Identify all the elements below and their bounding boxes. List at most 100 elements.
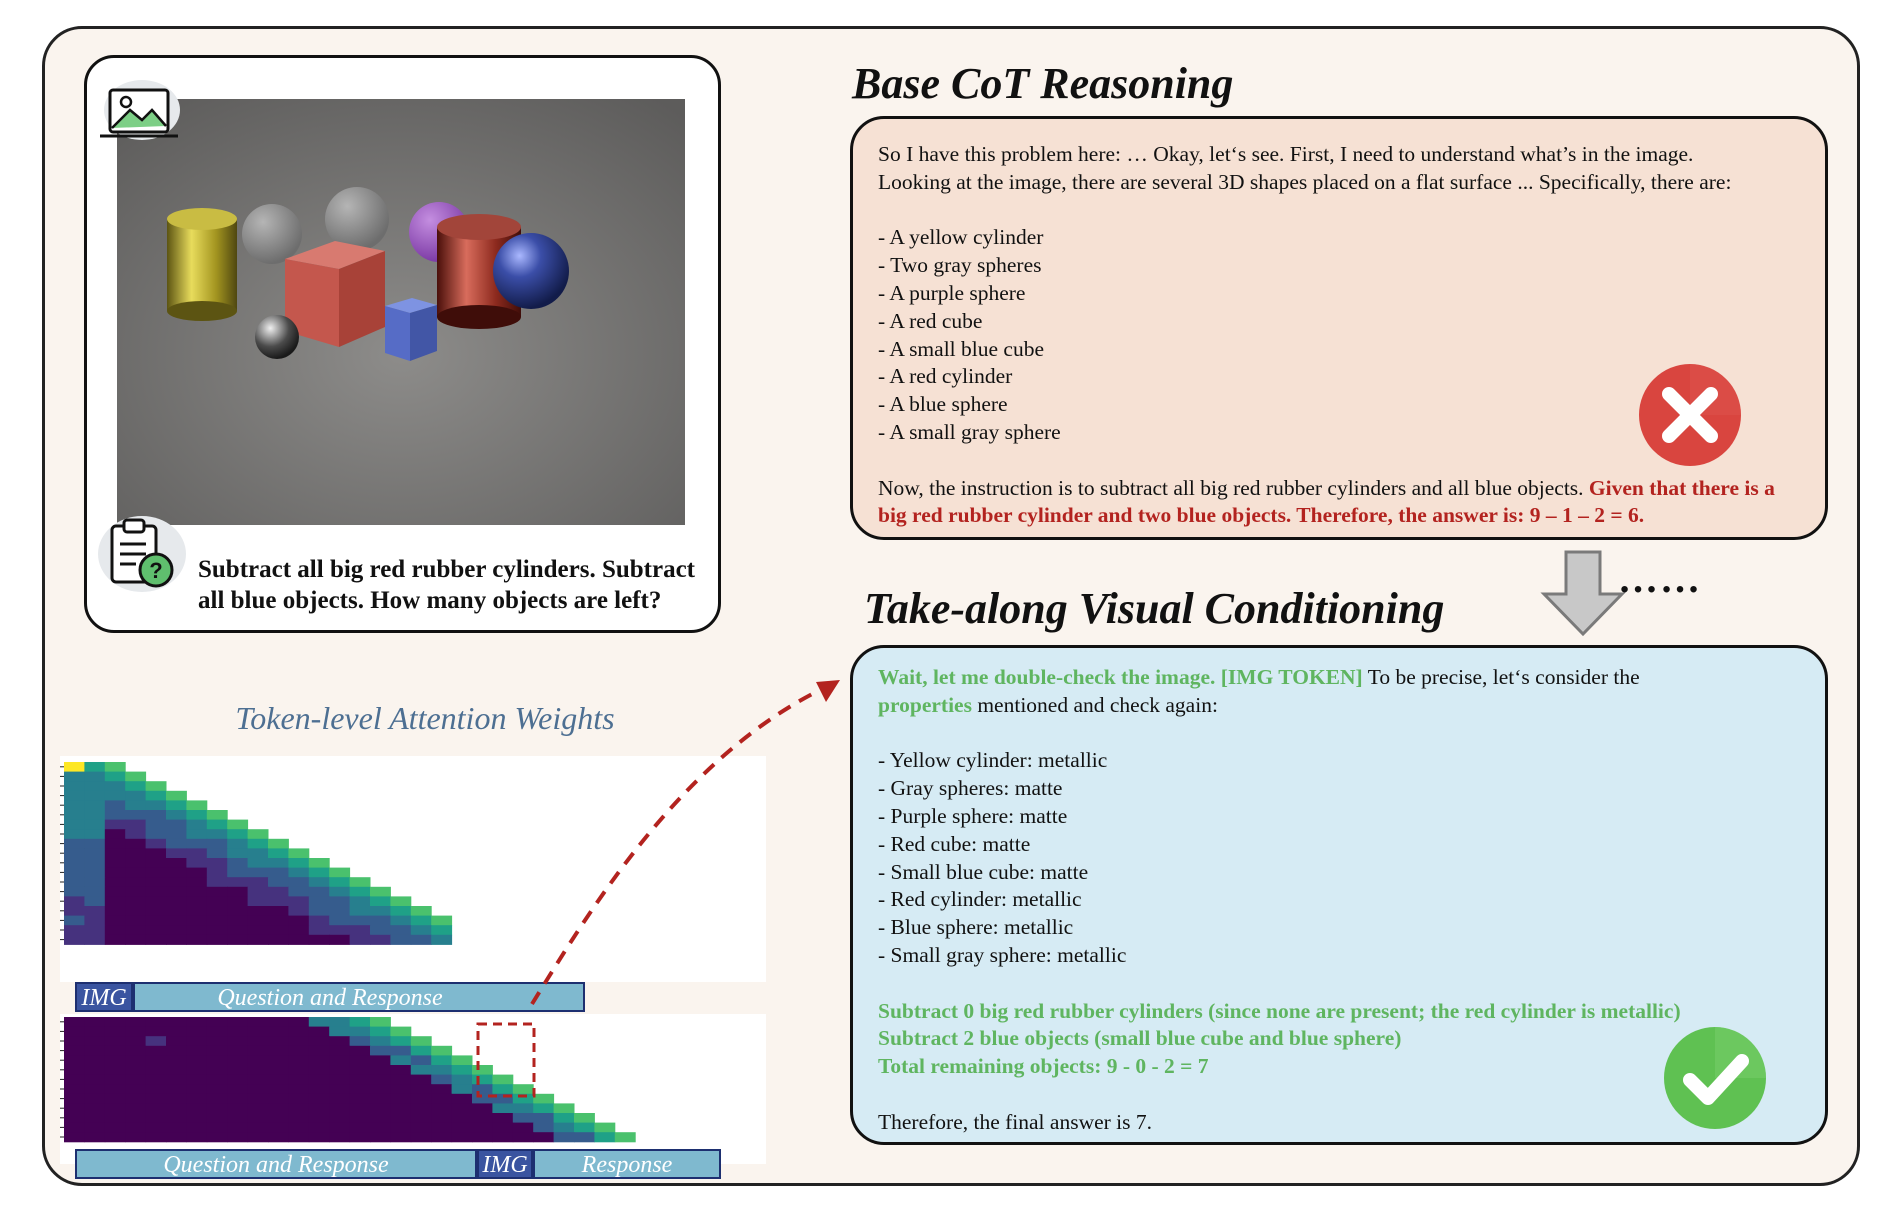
cot-item: - A purple sphere — [878, 280, 1026, 305]
heatmap-cell — [125, 810, 147, 821]
heatmap-cell — [472, 1113, 493, 1124]
heatmap-cell — [349, 877, 371, 888]
tvc-line-2-highlight: properties — [878, 692, 972, 717]
heatmap-cell — [370, 1045, 391, 1056]
heatmap-cell — [268, 915, 289, 926]
heatmap-cell — [166, 925, 187, 936]
heatmap-cell — [349, 1065, 371, 1076]
heatmap-cell — [145, 829, 167, 840]
heatmap-cell — [64, 810, 85, 821]
heatmap-cell — [594, 1122, 616, 1133]
heatmap-cell — [349, 906, 371, 917]
heatmap-cell — [64, 771, 85, 782]
heatmap-cell — [390, 906, 412, 917]
heatmap-cell — [512, 1132, 534, 1143]
heatmap-cell — [166, 858, 187, 869]
heatmap-cell — [166, 829, 187, 840]
heatmap-cell — [186, 810, 208, 821]
heatmap-cell — [370, 1036, 391, 1047]
heatmap-cell — [349, 1122, 371, 1133]
heatmap-cell — [349, 1074, 371, 1085]
heatmap-cell — [125, 1113, 147, 1124]
heatmap-cell — [125, 1132, 147, 1143]
heatmap-cell — [410, 1122, 432, 1133]
heatmap-cell — [247, 877, 269, 888]
tvc-item: - Red cube: matte — [878, 831, 1031, 856]
cot-item: - A red cube — [878, 308, 983, 333]
heatmap-cell — [145, 858, 167, 869]
heatmap-cell — [247, 867, 269, 878]
heatmap-cell — [64, 829, 85, 840]
heatmap-cell — [166, 877, 187, 888]
heatmap-cell — [329, 1084, 351, 1095]
heatmap-cell — [349, 1103, 371, 1114]
continuation-dots: …… — [1618, 556, 1702, 601]
heatmap-cell — [206, 1093, 228, 1104]
heatmap-cell — [206, 1084, 228, 1095]
heatmap-cell — [227, 819, 249, 830]
heatmap-cell — [64, 1074, 85, 1085]
heatmap-cell — [390, 1055, 412, 1066]
heatmap-cell — [145, 1122, 167, 1133]
heatmap-cell — [125, 800, 147, 811]
heatmap-cell — [104, 867, 126, 878]
tvc-final: Therefore, the final answer is 7. — [878, 1109, 1153, 1134]
cot-item: - A yellow cylinder — [878, 225, 1044, 250]
heatmap-cell — [64, 915, 85, 926]
heatmap-cell — [370, 896, 391, 907]
heatmap-cell — [145, 1093, 167, 1104]
heatmap-cell — [104, 1093, 126, 1104]
heatmap-cell — [410, 1113, 432, 1124]
heatmap-cell — [308, 1093, 330, 1104]
heatmap-cell — [84, 867, 106, 878]
heatmap-cell — [329, 1132, 351, 1143]
heatmap-cell — [104, 790, 126, 801]
heatmap-cell — [166, 1122, 187, 1133]
heatmap-cell — [186, 1084, 208, 1095]
heatmap-cell — [308, 1084, 330, 1095]
bottom-img-label: IMG — [481, 1152, 527, 1178]
heatmap-cell — [227, 1132, 249, 1143]
heatmap-cell — [145, 1026, 167, 1037]
heatmap-cell — [268, 867, 289, 878]
heatmap-cell — [390, 1036, 412, 1047]
tvc-item: - Yellow cylinder: metallic — [878, 748, 1108, 773]
heatmap-cell — [125, 829, 147, 840]
heatmap-cell — [104, 1055, 126, 1066]
heatmap-cell — [268, 1132, 289, 1143]
heatmap-cell — [247, 1045, 269, 1056]
heatmap-cell — [84, 1065, 106, 1076]
heatmap-cell — [268, 1084, 289, 1095]
heatmap-cell — [206, 1026, 228, 1037]
heatmap-cell — [410, 1045, 432, 1056]
heatmap-cell — [512, 1103, 534, 1114]
heatmap-cell — [349, 886, 371, 897]
heatmap-cell — [349, 1026, 371, 1037]
heatmap-cell — [308, 858, 330, 869]
heatmap-cell — [206, 934, 228, 945]
heatmap-cell — [390, 1074, 412, 1085]
heatmap-cell — [84, 838, 106, 849]
attention-heatmaps: IMG Question and Response Question and R… — [60, 756, 766, 1179]
heatmap-cell — [512, 1093, 534, 1104]
clipboard-question-icon: ? — [98, 516, 186, 592]
heatmap-cell — [329, 867, 351, 878]
tvc-line-2: properties mentioned and check again: — [878, 692, 1808, 720]
heatmap-cell — [145, 819, 167, 830]
heatmap-cell — [145, 1074, 167, 1085]
base-cot-title: Base CoT Reasoning — [852, 59, 1234, 108]
heatmap-cell — [288, 877, 310, 888]
heatmap-cell — [166, 1084, 187, 1095]
heatmap-cell — [84, 1074, 106, 1085]
heatmap-cell — [166, 1065, 187, 1076]
heatmap-cell — [186, 877, 208, 888]
heatmap-cell — [104, 1084, 126, 1095]
heatmap-cell — [145, 1103, 167, 1114]
heatmap-cell — [84, 762, 106, 773]
heatmap-cell — [206, 1113, 228, 1124]
heatmap-cell — [186, 896, 208, 907]
heatmap-cell — [84, 1036, 106, 1047]
heatmap-cell — [492, 1132, 514, 1143]
heatmap-cell — [431, 1132, 453, 1143]
down-arrow-icon — [1540, 550, 1626, 637]
